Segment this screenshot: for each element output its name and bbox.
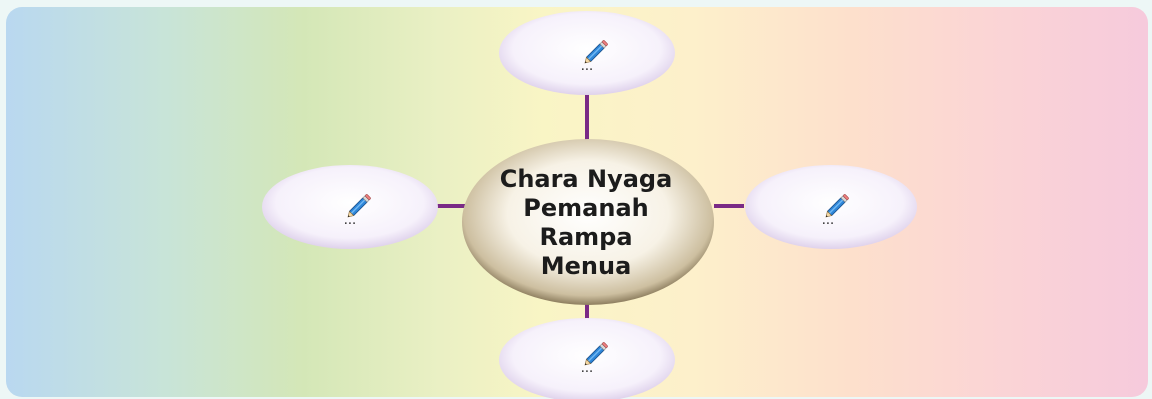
pencil-icon — [825, 194, 849, 218]
bubble-right[interactable] — [745, 165, 917, 249]
central-topic-ellipse — [462, 139, 714, 305]
central-topic-line: Rampa — [539, 223, 633, 251]
bubble-left-text: ... — [343, 213, 357, 228]
central-topic-line: Chara Nyaga — [499, 165, 673, 193]
central-topic-line: Pemanah — [523, 194, 649, 222]
pencil-icon — [584, 342, 608, 366]
bubble-top[interactable] — [499, 11, 675, 95]
bubble-bottom-content[interactable]: ... — [567, 331, 627, 381]
central-topic-line: Menua — [540, 252, 632, 280]
bubble-right-text: ... — [821, 213, 835, 228]
bubble-bottom-text: ... — [580, 361, 594, 376]
pencil-icon — [347, 194, 371, 218]
bubble-left[interactable] — [262, 165, 438, 249]
bubble-top-content[interactable]: ... — [567, 29, 627, 79]
bubble-top-text: ... — [580, 59, 594, 74]
bubble-right-content[interactable]: ... — [808, 183, 868, 233]
central-topic: Chara Nyaga Pemanah Rampa Menua — [468, 148, 704, 298]
pencil-icon — [584, 40, 608, 64]
bubble-left-content[interactable]: ... — [330, 183, 390, 233]
